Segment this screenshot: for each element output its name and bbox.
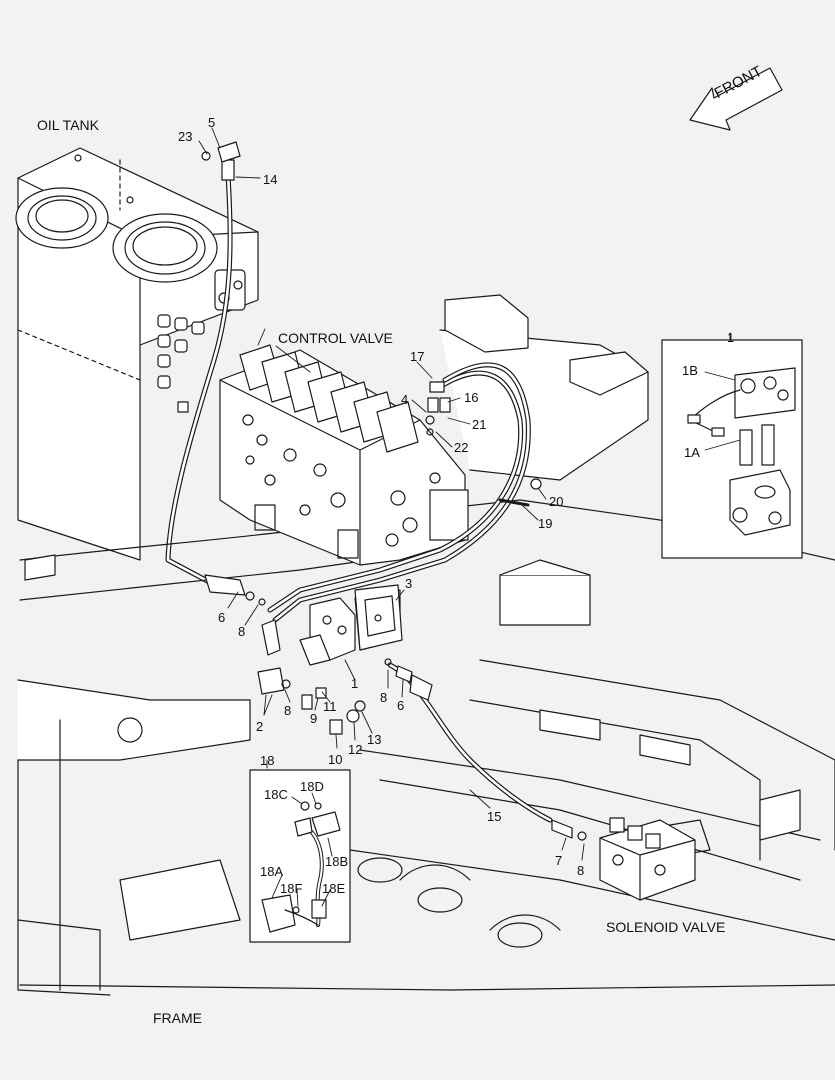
detail-box-1 (661, 339, 803, 559)
callout-9: 9 (310, 711, 318, 726)
callout-17: 17 (410, 349, 425, 364)
callout-21: 21 (472, 417, 487, 432)
callout-20: 20 (549, 494, 564, 509)
callout-3: 3 (405, 576, 413, 591)
callout-1A: 1A (684, 445, 700, 460)
callout-detail-1: 1 (727, 330, 735, 345)
solenoid-valve-label: SOLENOID VALVE (606, 919, 726, 935)
callout-4: 4 (401, 392, 409, 407)
callout-18F: 18F (280, 881, 303, 896)
callout-1B: 1B (682, 363, 698, 378)
callout-8b: 8 (380, 690, 388, 705)
callout-12: 12 (348, 742, 363, 757)
callout-1: 1 (351, 676, 359, 691)
callout-16: 16 (464, 390, 479, 405)
callout-22: 22 (454, 440, 469, 455)
leader-lines (198, 127, 741, 907)
control-valve-label: CONTROL VALVE (278, 330, 393, 346)
frame-label: FRAME (153, 1010, 202, 1026)
callout-18B: 18B (325, 854, 349, 869)
front-arrow (689, 67, 783, 131)
oil-tank-label: OIL TANK (37, 117, 99, 133)
callout-2: 2 (256, 719, 264, 734)
callout-18C: 18C (264, 787, 288, 802)
frame (17, 294, 835, 996)
callout-18A: 18A (260, 864, 284, 879)
bracket-3 (354, 584, 403, 651)
callout-23: 23 (178, 129, 193, 144)
hose-14 (165, 141, 241, 588)
detail-box-18 (249, 769, 351, 943)
callout-18E: 18E (322, 881, 346, 896)
callout-11: 11 (323, 699, 337, 714)
callout-7: 7 (555, 853, 563, 868)
oil-tank (15, 147, 259, 561)
control-valve (219, 344, 469, 566)
callout-8d: 8 (577, 863, 585, 878)
solenoid-valve (551, 817, 696, 901)
callout-18: 18 (260, 753, 275, 768)
callout-10: 10 (328, 752, 343, 767)
callout-8a: 8 (238, 624, 246, 639)
callout-13: 13 (367, 732, 382, 747)
callout-5: 5 (208, 115, 216, 130)
callout-8c: 8 (284, 703, 292, 718)
callout-6b: 6 (397, 698, 405, 713)
callout-18D: 18D (300, 779, 324, 794)
callout-15: 15 (487, 809, 502, 824)
callout-19: 19 (538, 516, 553, 531)
pilot-hoses (267, 362, 542, 623)
callout-14: 14 (263, 172, 278, 187)
callout-6a: 6 (218, 610, 226, 625)
